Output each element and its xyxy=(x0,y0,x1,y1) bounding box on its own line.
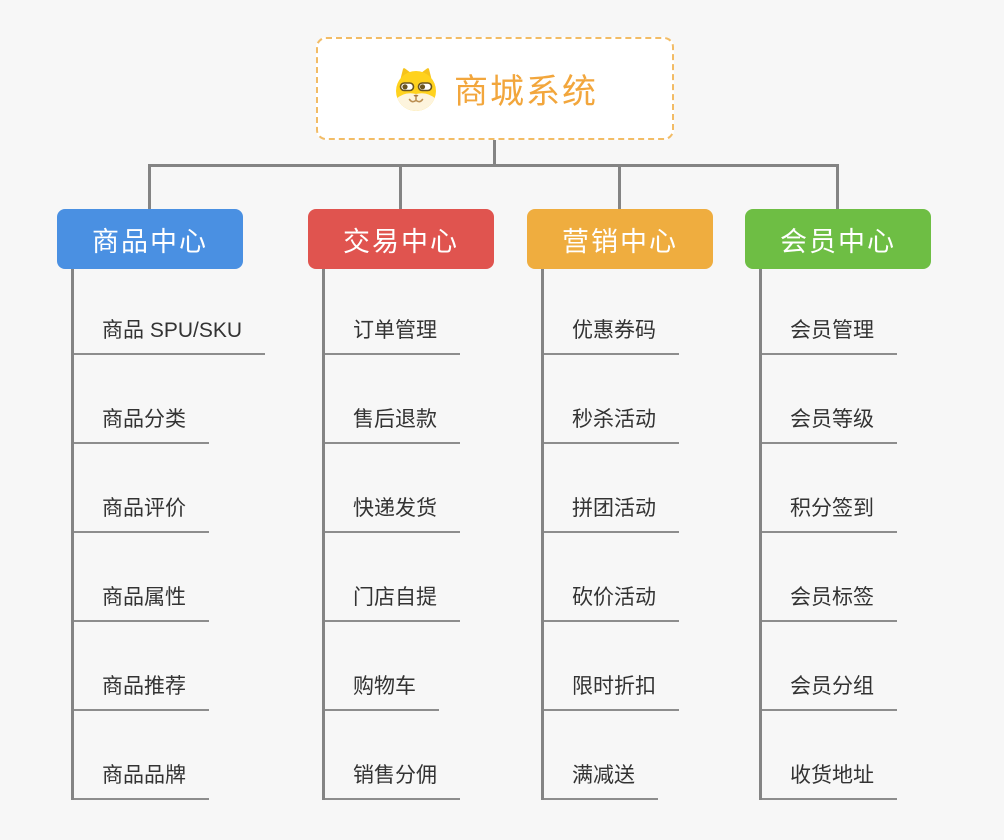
tree-item-label: 商品品牌 xyxy=(74,759,209,800)
tree-item-label: 商品推荐 xyxy=(74,670,209,711)
tree-item[interactable]: 会员分组 xyxy=(762,622,931,711)
tree-item-label: 会员管理 xyxy=(762,314,897,355)
branch-label: 营销中心 xyxy=(562,226,678,257)
tree-item[interactable]: 商品评价 xyxy=(74,444,243,533)
tree-item[interactable]: 商品 SPU/SKU xyxy=(74,269,266,355)
tree-item[interactable]: 售后退款 xyxy=(325,355,494,444)
tree-item-label: 门店自提 xyxy=(325,581,460,622)
tree-item[interactable]: 满减送 xyxy=(544,711,713,800)
branch-items: 商品 SPU/SKU 商品分类 商品评价 商品属性 商品推荐 商品品牌 xyxy=(71,269,266,800)
tree-item[interactable]: 商品属性 xyxy=(74,533,243,622)
tree-item-label: 商品评价 xyxy=(74,492,209,533)
tree-item[interactable]: 砍价活动 xyxy=(544,533,713,622)
tree-item-label: 拼团活动 xyxy=(544,492,679,533)
tree-item[interactable]: 商品推荐 xyxy=(74,622,243,711)
tree-item[interactable]: 会员管理 xyxy=(762,269,931,355)
connector-drop-trade-center xyxy=(399,166,402,210)
tree-item[interactable]: 优惠券码 xyxy=(544,269,713,355)
tree-item-label: 满减送 xyxy=(544,759,658,800)
tree-item[interactable]: 收货地址 xyxy=(762,711,931,800)
root-title: 商城系统 xyxy=(454,73,598,111)
tree-item-label: 售后退款 xyxy=(325,403,460,444)
branch-trade-center: 交易中心 订单管理 售后退款 快递发货 门店自提 购物车 销售分佣 xyxy=(308,209,494,800)
connector-drop-product-center xyxy=(148,166,151,210)
tree-item-label: 商品属性 xyxy=(74,581,209,622)
branch-items: 订单管理 售后退款 快递发货 门店自提 购物车 销售分佣 xyxy=(322,269,494,800)
tree-item[interactable]: 销售分佣 xyxy=(325,711,494,800)
tree-item-label: 会员等级 xyxy=(762,403,897,444)
tree-item-label: 限时折扣 xyxy=(544,670,679,711)
branch-member-center: 会员中心 会员管理 会员等级 积分签到 会员标签 会员分组 收货地址 xyxy=(745,209,931,800)
root-node[interactable]: 商城系统 xyxy=(316,37,674,140)
branch-header-member-center[interactable]: 会员中心 xyxy=(745,209,931,269)
tree-item[interactable]: 拼团活动 xyxy=(544,444,713,533)
tree-item[interactable]: 会员标签 xyxy=(762,533,931,622)
tree-item-label: 收货地址 xyxy=(762,759,897,800)
connector-drop-marketing-center xyxy=(618,166,621,210)
tree-item-label: 购物车 xyxy=(325,670,439,711)
connector-root-stem xyxy=(493,139,496,166)
branch-header-trade-center[interactable]: 交易中心 xyxy=(308,209,494,269)
tree-item[interactable]: 快递发货 xyxy=(325,444,494,533)
tree-item[interactable]: 门店自提 xyxy=(325,533,494,622)
tree-item-label: 积分签到 xyxy=(762,492,897,533)
branch-items: 会员管理 会员等级 积分签到 会员标签 会员分组 收货地址 xyxy=(759,269,931,800)
tree-item-label: 秒杀活动 xyxy=(544,403,679,444)
tree-item[interactable]: 购物车 xyxy=(325,622,494,711)
branch-marketing-center: 营销中心 优惠券码 秒杀活动 拼团活动 砍价活动 限时折扣 满减送 xyxy=(527,209,713,800)
branch-label: 会员中心 xyxy=(780,226,896,257)
tree-item[interactable]: 商品分类 xyxy=(74,355,243,444)
tree-item[interactable]: 商品品牌 xyxy=(74,711,243,800)
branch-items: 优惠券码 秒杀活动 拼团活动 砍价活动 限时折扣 满减送 xyxy=(541,269,713,800)
tree-item[interactable]: 积分签到 xyxy=(762,444,931,533)
tree-item[interactable]: 秒杀活动 xyxy=(544,355,713,444)
branch-label: 商品中心 xyxy=(92,226,208,257)
branch-product-center: 商品中心 商品 SPU/SKU 商品分类 商品评价 商品属性 商品推荐 商品品牌 xyxy=(57,209,266,800)
tree-item-label: 商品分类 xyxy=(74,403,209,444)
tree-item-label: 快递发货 xyxy=(325,492,460,533)
tree-item-label: 订单管理 xyxy=(325,314,460,355)
branch-header-product-center[interactable]: 商品中心 xyxy=(57,209,243,269)
connector-drop-member-center xyxy=(836,166,839,210)
branch-header-marketing-center[interactable]: 营销中心 xyxy=(527,209,713,269)
doge-icon xyxy=(396,67,436,111)
tree-item[interactable]: 限时折扣 xyxy=(544,622,713,711)
tree-item[interactable]: 订单管理 xyxy=(325,269,494,355)
tree-item-label: 会员标签 xyxy=(762,581,897,622)
connector-rail xyxy=(148,164,839,167)
tree-item-label: 会员分组 xyxy=(762,670,897,711)
tree-item-label: 商品 SPU/SKU xyxy=(74,314,266,355)
tree-item-label: 砍价活动 xyxy=(544,581,679,622)
tree-item-label: 优惠券码 xyxy=(544,314,679,355)
tree-item-label: 销售分佣 xyxy=(325,759,460,800)
branch-label: 交易中心 xyxy=(343,226,459,257)
tree-item[interactable]: 会员等级 xyxy=(762,355,931,444)
